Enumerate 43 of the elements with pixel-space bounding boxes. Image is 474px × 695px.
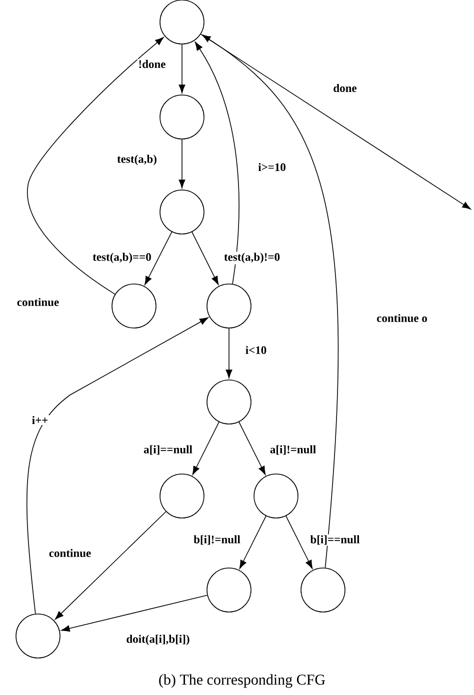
edge-label: i++: [30, 415, 50, 425]
edge-label: continue: [16, 296, 60, 308]
edge-label: done: [332, 82, 358, 94]
circle-node: [160, 190, 204, 234]
edge-label: b[i]==null: [309, 534, 361, 546]
edge-label: !done: [137, 58, 167, 70]
arrow: [194, 42, 240, 284]
edge-label: test(a,b)!=0: [222, 252, 282, 264]
arrow: [26, 317, 208, 614]
circle-node: [16, 614, 60, 658]
arrow: [178, 139, 186, 188]
edge-label: test(a,b)==0: [92, 252, 152, 264]
arrow: [226, 328, 232, 378]
arrow: [202, 34, 339, 568]
circle-node: [112, 284, 156, 328]
edge-label: test(a,b): [116, 154, 158, 166]
edge-label: a[i]==null: [142, 444, 194, 456]
arrow: [286, 516, 313, 569]
arrow: [192, 232, 219, 285]
edge-label: a[i]!=null: [268, 444, 318, 456]
edge-label: i>=10: [257, 162, 287, 172]
arrow: [61, 594, 208, 632]
arrow: [27, 37, 164, 295]
arrow: [200, 34, 471, 210]
arrow: [144, 232, 172, 285]
arrow: [192, 422, 220, 475]
circle-node: [160, 474, 204, 518]
arrow: [54, 511, 166, 620]
edge-label: continue: [48, 548, 92, 558]
edge-label: b[i]!=null: [192, 534, 242, 546]
arrow: [178, 44, 186, 94]
edge-label: i<10: [244, 344, 268, 356]
circle-node: [206, 568, 252, 612]
arrow: [238, 422, 266, 475]
circle-node: [206, 284, 252, 328]
arrow: [239, 516, 266, 569]
circle-node: [254, 474, 298, 518]
edge-label: continue o: [376, 312, 428, 324]
caption: (b) The corresponding CFG: [159, 674, 326, 688]
edge-label: doit(a[i],b[i]): [125, 634, 191, 646]
circle-node: [160, 94, 204, 140]
circle-node: [300, 568, 346, 612]
circle-node: [206, 380, 252, 424]
